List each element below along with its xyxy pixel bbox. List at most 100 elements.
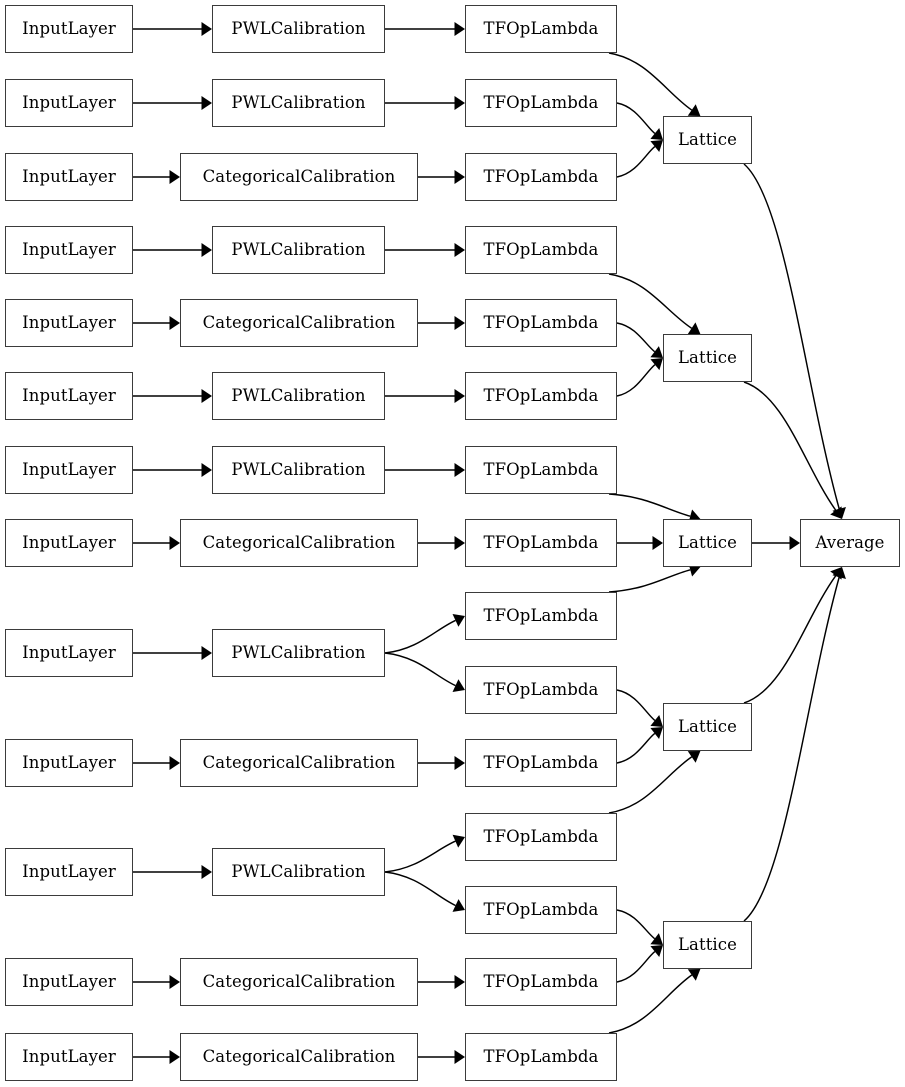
node-label: TFOpLambda — [483, 971, 599, 991]
node-label: PWLCalibration — [231, 459, 366, 479]
node-lat2[interactable]: Lattice — [663, 334, 752, 382]
node-label: InputLayer — [22, 18, 116, 38]
node-label: InputLayer — [22, 385, 116, 405]
node-label: PWLCalibration — [231, 861, 366, 881]
node-label: Average — [815, 532, 885, 552]
edge-arrowhead — [201, 865, 212, 879]
node-lat5[interactable]: Lattice — [663, 921, 752, 969]
node-label: InputLayer — [22, 239, 116, 259]
edge-arrowhead — [452, 679, 465, 692]
edge-arrowhead — [201, 22, 212, 36]
node-cal2[interactable]: PWLCalibration — [212, 79, 385, 127]
edge-arrowhead — [454, 1050, 465, 1064]
node-cal11[interactable]: PWLCalibration — [212, 848, 385, 896]
edge-arrowhead — [201, 243, 212, 257]
node-label: TFOpLambda — [483, 899, 599, 919]
edge-arrowhead — [452, 834, 465, 848]
node-label: Lattice — [677, 129, 738, 149]
node-in6[interactable]: InputLayer — [5, 372, 133, 420]
node-label: PWLCalibration — [231, 385, 366, 405]
edge-arrowhead — [650, 714, 663, 727]
edge-arrowhead — [830, 506, 842, 519]
node-op3[interactable]: TFOpLambda — [465, 153, 617, 201]
node-op4[interactable]: TFOpLambda — [465, 226, 617, 274]
node-in11[interactable]: InputLayer — [5, 848, 133, 896]
node-label: CategoricalCalibration — [202, 312, 396, 332]
node-label: TFOpLambda — [483, 239, 599, 259]
node-lat4[interactable]: Lattice — [663, 703, 752, 751]
node-cal5[interactable]: CategoricalCalibration — [180, 299, 418, 347]
node-label: TFOpLambda — [483, 1046, 599, 1066]
node-cal10[interactable]: CategoricalCalibration — [180, 739, 418, 787]
node-label: CategoricalCalibration — [202, 752, 396, 772]
node-cal4[interactable]: PWLCalibration — [212, 226, 385, 274]
node-lat1[interactable]: Lattice — [663, 116, 752, 164]
node-label: InputLayer — [22, 459, 116, 479]
edge-arrowhead — [650, 727, 663, 739]
node-in9[interactable]: InputLayer — [5, 629, 133, 677]
node-label: InputLayer — [22, 861, 116, 881]
node-op14[interactable]: TFOpLambda — [465, 958, 617, 1006]
node-cal1[interactable]: PWLCalibration — [212, 5, 385, 53]
node-cal9[interactable]: PWLCalibration — [212, 629, 385, 677]
node-op11[interactable]: TFOpLambda — [465, 739, 617, 787]
node-cal7[interactable]: PWLCalibration — [212, 446, 385, 494]
node-in5[interactable]: InputLayer — [5, 299, 133, 347]
node-label: TFOpLambda — [483, 166, 599, 186]
node-op8[interactable]: TFOpLambda — [465, 519, 617, 567]
node-op6[interactable]: TFOpLambda — [465, 372, 617, 420]
node-op7[interactable]: TFOpLambda — [465, 446, 617, 494]
node-op9[interactable]: TFOpLambda — [465, 592, 617, 640]
node-op1[interactable]: TFOpLambda — [465, 5, 617, 53]
node-avg[interactable]: Average — [800, 519, 900, 567]
node-op10[interactable]: TFOpLambda — [465, 666, 617, 714]
node-label: InputLayer — [22, 312, 116, 332]
node-in4[interactable]: InputLayer — [5, 226, 133, 274]
node-in7[interactable]: InputLayer — [5, 446, 133, 494]
edge-arrowhead — [650, 933, 663, 945]
edge-arrowhead — [454, 22, 465, 36]
edge-arrowhead — [201, 646, 212, 660]
edge-arrowhead — [454, 389, 465, 403]
node-op15[interactable]: TFOpLambda — [465, 1033, 617, 1081]
node-label: PWLCalibration — [231, 239, 366, 259]
edge-arrowhead — [650, 140, 663, 153]
edge-arrowhead — [650, 127, 663, 140]
edge-arrowhead — [454, 975, 465, 989]
node-label: PWLCalibration — [231, 92, 366, 112]
node-cal6[interactable]: PWLCalibration — [212, 372, 385, 420]
node-cal8[interactable]: CategoricalCalibration — [180, 519, 418, 567]
node-op2[interactable]: TFOpLambda — [465, 79, 617, 127]
node-label: PWLCalibration — [231, 18, 366, 38]
node-label: TFOpLambda — [483, 532, 599, 552]
node-lat3[interactable]: Lattice — [663, 519, 752, 567]
node-in10[interactable]: InputLayer — [5, 739, 133, 787]
node-op5[interactable]: TFOpLambda — [465, 299, 617, 347]
node-op12[interactable]: TFOpLambda — [465, 813, 617, 861]
edge-arrowhead — [452, 899, 465, 912]
node-in1[interactable]: InputLayer — [5, 5, 133, 53]
node-cal13[interactable]: CategoricalCalibration — [180, 1033, 418, 1081]
node-label: Lattice — [677, 347, 738, 367]
edge-arrowhead — [454, 463, 465, 477]
edge-arrowhead — [650, 358, 663, 371]
edge-arrowhead — [687, 969, 701, 981]
node-in8[interactable]: InputLayer — [5, 519, 133, 567]
node-in13[interactable]: InputLayer — [5, 1033, 133, 1081]
node-label: InputLayer — [22, 532, 116, 552]
node-label: InputLayer — [22, 971, 116, 991]
node-in3[interactable]: InputLayer — [5, 153, 133, 201]
node-label: TFOpLambda — [483, 605, 599, 625]
node-label: TFOpLambda — [483, 92, 599, 112]
node-in12[interactable]: InputLayer — [5, 958, 133, 1006]
edge-arrowhead — [454, 96, 465, 110]
edge-arrowhead — [454, 316, 465, 330]
node-in2[interactable]: InputLayer — [5, 79, 133, 127]
edge-arrowhead — [201, 389, 212, 403]
node-op13[interactable]: TFOpLambda — [465, 886, 617, 934]
node-cal12[interactable]: CategoricalCalibration — [180, 958, 418, 1006]
node-cal3[interactable]: CategoricalCalibration — [180, 153, 418, 201]
edge-arrowhead — [201, 96, 212, 110]
